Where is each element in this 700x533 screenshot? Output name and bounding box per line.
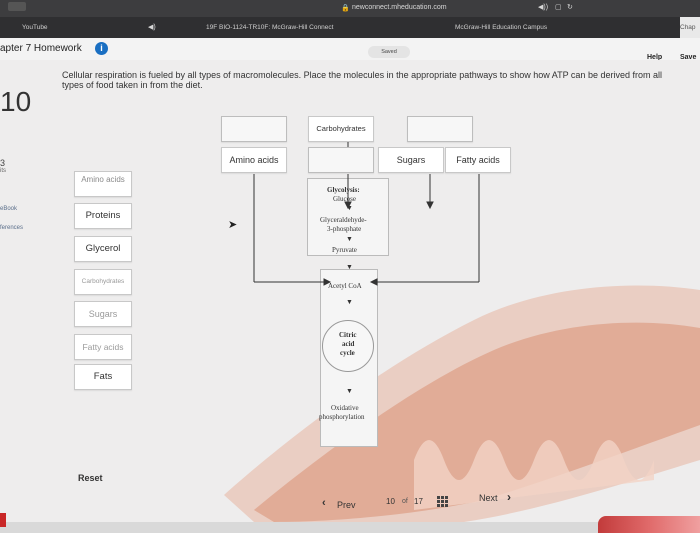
- citric-label-3: cycle: [340, 349, 355, 357]
- info-icon[interactable]: i: [95, 42, 108, 55]
- connector-lines: [253, 142, 480, 286]
- tab-chapter[interactable]: Chap: [680, 17, 700, 38]
- url-bar[interactable]: [0, 0, 700, 17]
- url-text[interactable]: newconnect.mheducation.com: [352, 4, 447, 11]
- bottom-bar: [0, 522, 700, 533]
- tab-label: YouTube: [22, 24, 48, 31]
- page-total: 17: [414, 497, 423, 506]
- oxidative-label-1: Oxidative: [331, 404, 359, 412]
- tab-youtube[interactable]: YouTube: [22, 17, 152, 38]
- g3p-label-1: Glyceraldehyde-: [320, 216, 367, 224]
- ebook-link[interactable]: eBook: [0, 206, 18, 212]
- audio-icon[interactable]: ◀): [148, 24, 156, 31]
- next-chevron-icon[interactable]: ›: [507, 490, 511, 504]
- drop-target-row2-empty[interactable]: [308, 147, 374, 173]
- bank-amino-acids[interactable]: Amino acids: [74, 171, 132, 197]
- pyruvate-label: Pyruvate: [332, 246, 357, 254]
- help-link[interactable]: Help: [647, 54, 663, 61]
- bank-carbohydrates[interactable]: Carbohydrates: [74, 269, 132, 295]
- tab-campus[interactable]: McGraw-Hill Education Campus: [455, 17, 595, 38]
- bank-fats[interactable]: Fats: [74, 364, 132, 390]
- points-value: 3: [0, 158, 6, 168]
- points-label: its: [0, 168, 6, 174]
- app-header: [0, 38, 700, 60]
- speaker-icon[interactable]: ◀)): [538, 4, 549, 11]
- drop-target-carbohydrates[interactable]: Carbohydrates: [308, 116, 374, 142]
- citric-acid-cycle-circle: [322, 320, 374, 372]
- bank-fatty-acids[interactable]: Fatty acids: [74, 334, 132, 360]
- drop-target-top-right[interactable]: [407, 116, 473, 142]
- page-current: 10: [386, 497, 395, 506]
- sidebar-toggle-icon[interactable]: [8, 2, 26, 11]
- drop-target-amino-acids[interactable]: Amino acids: [221, 147, 287, 173]
- bank-sugars[interactable]: Sugars: [74, 301, 132, 327]
- save-link[interactable]: Save: [680, 54, 697, 61]
- page-of: of: [402, 498, 408, 505]
- arrow-down-icon: ▼: [346, 298, 353, 306]
- lock-icon: 🔒: [341, 5, 350, 12]
- prev-button[interactable]: Prev: [337, 500, 356, 510]
- tab-label: Chap: [680, 24, 696, 31]
- grid-view-icon[interactable]: [437, 496, 448, 507]
- mouse-cursor-icon: ➤: [228, 219, 238, 231]
- acetyl-coa-label: Acetyl CoA: [328, 282, 362, 290]
- prev-chevron-icon[interactable]: ‹: [322, 497, 326, 509]
- question-number: 10: [0, 86, 32, 117]
- arrow-down-icon: ▼: [346, 263, 353, 271]
- glucose-label: Glucose: [333, 195, 356, 203]
- bank-glycerol[interactable]: Glycerol: [74, 236, 132, 262]
- reset-button[interactable]: Reset: [78, 473, 103, 483]
- next-button[interactable]: Next: [479, 493, 498, 503]
- citric-label-1: Citric: [339, 331, 357, 339]
- references-link[interactable]: ferences: [0, 225, 24, 231]
- arrow-down-icon: ▼: [346, 204, 353, 212]
- bank-proteins[interactable]: Proteins: [74, 203, 132, 229]
- reload-icon[interactable]: ↻: [567, 4, 573, 11]
- citric-label-2: acid: [342, 340, 355, 348]
- saved-indicator: Saved: [368, 46, 410, 58]
- dock-icons: [598, 516, 700, 533]
- arrow-down-icon: ▼: [346, 235, 353, 243]
- drop-target-fatty-acids[interactable]: Fatty acids: [445, 147, 511, 173]
- drop-target-sugars[interactable]: Sugars: [378, 147, 444, 173]
- chapter-title: apter 7 Homework: [0, 43, 82, 54]
- tab-bar: [0, 17, 700, 38]
- tab-label: McGraw-Hill Education Campus: [455, 24, 548, 31]
- tabs-icon[interactable]: ▢: [555, 4, 562, 11]
- tab-connect[interactable]: 19F BIO-1124-TR10F: McGraw-Hill Connect: [206, 17, 446, 38]
- red-tab-indicator: [0, 513, 6, 527]
- g3p-label-2: 3-phosphate: [327, 225, 362, 233]
- glycolysis-label: Glycolysis:: [327, 186, 360, 194]
- drop-target-top-left[interactable]: [221, 116, 287, 142]
- question-text: Cellular respiration is fueled by all ty…: [62, 70, 662, 90]
- oxidative-label-2: phosphorylation: [319, 413, 365, 421]
- mitochondrion-image: [224, 285, 700, 522]
- arrow-down-icon: ▼: [346, 387, 353, 395]
- tab-label: 19F BIO-1124-TR10F: McGraw-Hill Connect: [206, 24, 334, 31]
